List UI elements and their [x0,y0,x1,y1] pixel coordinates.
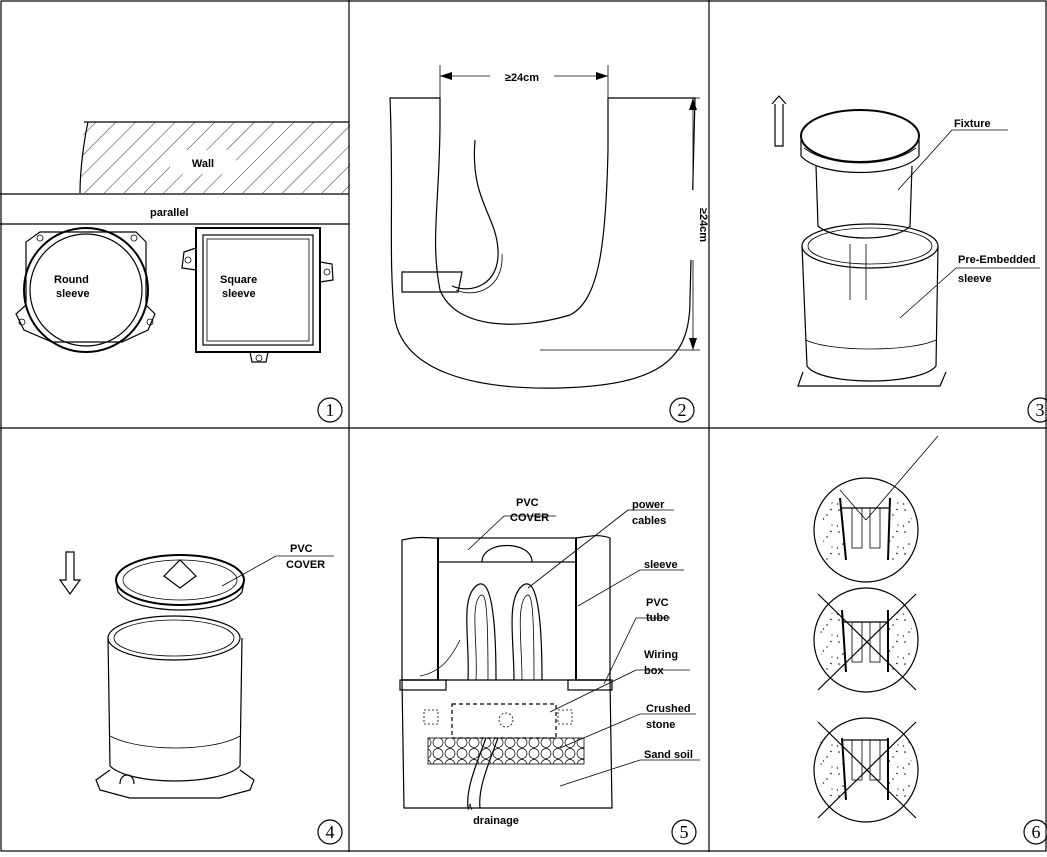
wall-label: Wall [192,158,214,170]
step-number-6: 6 [1023,819,1047,845]
drainage-pipe [467,737,499,811]
up-arrow-icon [771,95,787,147]
power-cables-label-2: cables [632,515,666,527]
parallel-label: parallel [150,207,189,219]
step-number-5: 5 [671,819,697,845]
wiring-box-callout: Wiring box [549,649,690,713]
pvc-cover [115,554,245,611]
wiring-box-label-2: box [644,665,664,677]
trench [389,97,696,389]
wiring-box [423,703,573,739]
sleeve-callout-5: sleeve [577,559,684,607]
pvc-cover-callout: PVC COVER [221,543,334,587]
sleeve-label-2: sleeve [958,273,992,285]
wall: Wall [0,121,350,195]
sleeve-label-1: Pre-Embedded [958,254,1036,266]
round-sleeve-label-2: sleeve [56,288,90,300]
width-dimension: ≥24cm [439,65,609,98]
round-sleeve-label-1: Round [54,274,89,286]
width-label: ≥24cm [505,72,539,84]
pvc-cover-callout-5: PVC COVER [467,497,556,551]
power-cables [419,583,543,681]
panel-3: Fixture Pre-Embedded sleeve 3 [771,95,1047,423]
fixture [800,109,920,239]
panel-2: ≥24cm ≥24cm 2 [389,65,709,423]
panel-6: 6 [813,435,1047,845]
install-option-correct [813,435,939,583]
section-cover-label-2: COVER [510,512,549,524]
round-sleeve: Round sleeve [15,227,156,353]
section-ground [401,535,613,809]
panel-5: PVC COVER power cables sleeve PVC tube W… [399,497,700,845]
crushed-stone-callout: Crushed stone [559,703,696,749]
panel-4: PVC COVER 4 [58,543,343,845]
step-number-3: 3 [1027,397,1047,423]
power-cables-label-1: power [632,499,665,511]
pvc-tube-callout: PVC tube [603,597,670,685]
svg-text:3: 3 [1036,400,1045,420]
step-number-1: 1 [317,397,343,423]
sand-soil-callout: Sand soil [559,749,700,787]
svg-text:6: 6 [1032,822,1041,842]
svg-text:1: 1 [326,400,335,420]
depth-label: ≥24cm [697,208,709,242]
crushed-stone-label-1: Crushed [646,703,691,715]
square-sleeve-label-2: sleeve [222,288,256,300]
section-cover-label-1: PVC [516,497,539,509]
panel-1: Wall parallel Round sleeve Square [0,121,350,423]
pvc-cover-label-1: PVC [290,543,313,555]
svg-text:2: 2 [678,400,687,420]
install-option-wrong-1 [813,587,919,693]
pvc-tube-label-1: PVC [646,597,669,609]
pvc-cover-label-2: COVER [286,559,325,571]
sleeve-4 [95,615,255,799]
section-sleeve [399,537,613,691]
depth-dimension: ≥24cm [540,97,709,351]
step-number-2: 2 [669,397,695,423]
sleeve-callout: Pre-Embedded sleeve [899,254,1040,319]
power-callout: power cables [527,499,674,589]
step-number-4: 4 [317,819,343,845]
pre-embedded-sleeve [797,223,947,387]
sand-soil-label: Sand soil [644,749,693,761]
svg-text:4: 4 [326,822,335,842]
install-option-wrong-2 [813,717,919,823]
square-sleeve: Square sleeve [181,227,334,363]
pvc-tube-label-2: tube [646,612,669,624]
drainage-label: drainage [473,815,519,827]
fixture-callout: Fixture [897,118,1008,191]
square-sleeve-label-1: Square [220,274,257,286]
svg-text:5: 5 [680,822,689,842]
crushed-stone-label-2: stone [646,719,675,731]
fixture-label: Fixture [954,118,991,130]
wiring-box-label-1: Wiring [644,649,678,661]
down-arrow-icon [58,551,82,596]
section-sleeve-label: sleeve [644,559,678,571]
